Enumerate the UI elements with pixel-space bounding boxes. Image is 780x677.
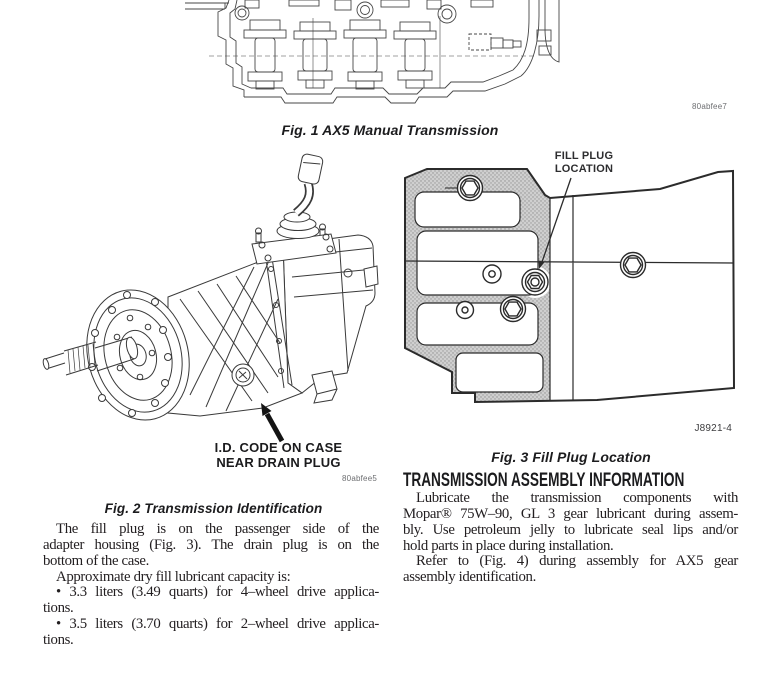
id-code-arrow <box>261 403 285 443</box>
fill-plug-leader-line <box>538 177 572 269</box>
right-column-text: Lubricate the transmission components wi… <box>403 490 738 586</box>
fig3-caption: Fig. 3 Fill Plug Location <box>491 449 651 465</box>
fig2-transmission-drawing <box>42 153 379 443</box>
fig1-caption: Fig. 1 AX5 Manual Transmission <box>281 122 499 138</box>
body-line: Mopar® 75W–90, GL 3 gear lubricant durin… <box>403 505 738 522</box>
fill-plug <box>521 268 549 296</box>
fig2-caption: Fig. 2 Transmission Identification <box>104 501 323 516</box>
left-column-text: The fill plug is on the passenger side o… <box>43 521 379 649</box>
fig2-linework <box>42 153 379 443</box>
body-line: assembly identification. <box>403 569 536 586</box>
fig2-callout-line1: I.D. CODE ON CASE <box>214 440 343 455</box>
fig3-linework <box>404 168 736 404</box>
drain-plug <box>231 363 255 387</box>
body-line: bly. Use petroleum jelly to lubricate se… <box>403 521 738 538</box>
body-line: Approximate dry fill lubricant capacity … <box>56 568 291 585</box>
fig1-linework <box>185 0 560 104</box>
bell-housing <box>86 289 190 421</box>
body-line: Lubricate the transmission components wi… <box>416 490 738 506</box>
fig3-callout-line2: LOCATION <box>554 162 614 175</box>
body-line: The fill plug is on the passenger side o… <box>56 521 379 537</box>
fig2-scan-code: 80abfee5 <box>342 474 377 483</box>
body-line: tions. <box>43 631 74 648</box>
input-shaft <box>42 336 139 376</box>
section-heading: TRANSMISSION ASSEMBLY INFORMATION <box>403 469 685 491</box>
shift-lever <box>293 153 324 217</box>
body-line: Refer to (Fig. 4) during assembly for AX… <box>416 553 738 570</box>
fig3-fill-plug-callout: FILL PLUG LOCATION <box>541 150 627 175</box>
body-line: • 3.3 liters (3.49 quarts) for 4–wheel d… <box>56 584 379 601</box>
body-line: adapter housing (Fig. 3). The drain plug… <box>43 536 379 553</box>
body-line: tions. <box>43 600 74 617</box>
body-line: bottom of the case. <box>43 552 149 569</box>
body-line: • 3.5 liters (3.70 quarts) for 2–wheel d… <box>56 616 379 633</box>
fig1-scan-code: 80abfee7 <box>692 102 727 111</box>
fig2-id-code-callout: I.D. CODE ON CASE NEAR DRAIN PLUG <box>200 440 357 470</box>
fig3-callout-line1: FILL PLUG <box>554 150 614 162</box>
fig2-callout-line2: NEAR DRAIN PLUG <box>216 455 341 470</box>
fig1-transmission-cross-section-drawing <box>185 0 560 104</box>
shifter-boot <box>276 211 320 239</box>
fig3-fill-plug-drawing <box>404 168 736 404</box>
fig3-scan-code: J8921-4 <box>694 423 732 434</box>
body-line: hold parts in place during installation. <box>403 537 614 554</box>
